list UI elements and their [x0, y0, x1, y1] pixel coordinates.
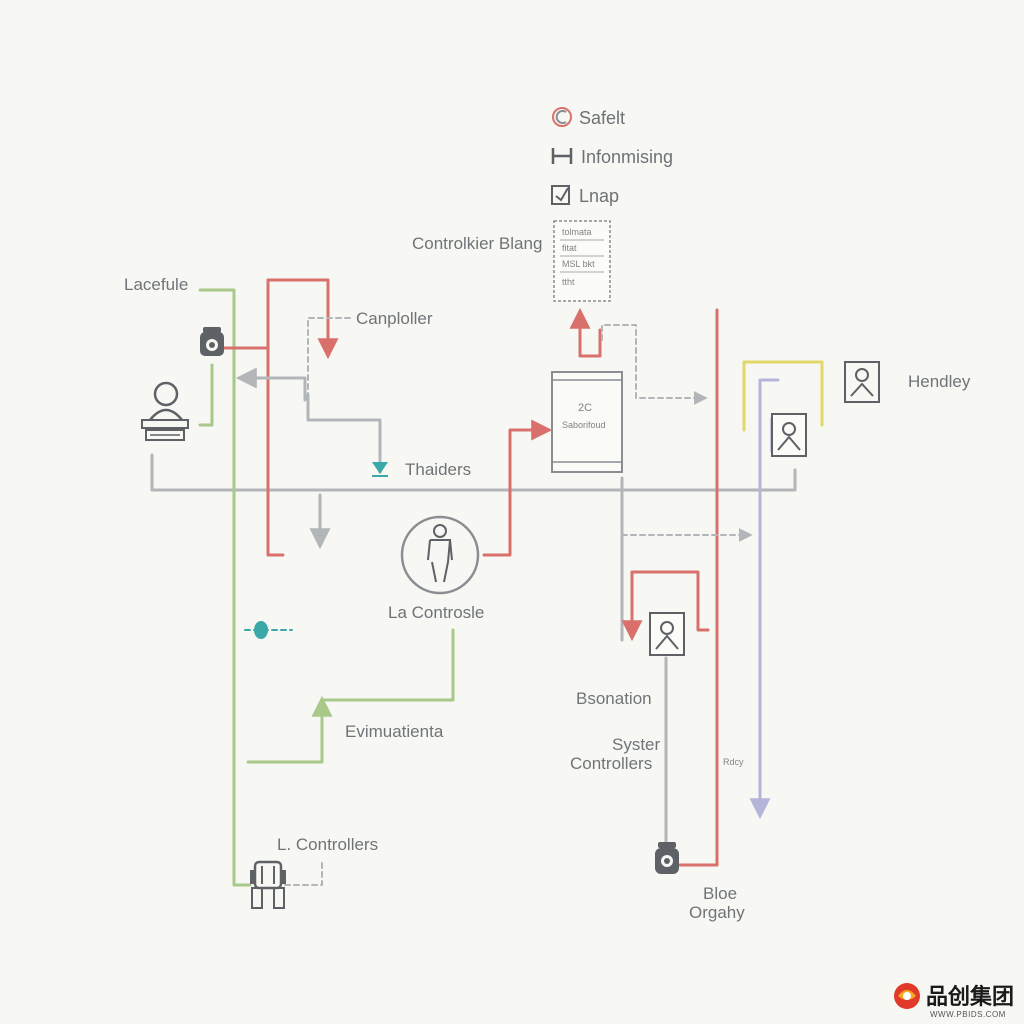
panel-row-4: ttht: [562, 277, 575, 287]
red-vertical-right: [678, 308, 719, 867]
panel-row-1: tolmata: [562, 227, 592, 237]
panel-row-3: MSL bkt: [562, 259, 595, 269]
red-person-server: [482, 419, 553, 557]
label-controller-blang: Controlkier Blang: [412, 234, 542, 253]
small-tag: Rdcy: [723, 757, 744, 767]
legend-label-informing: Infonmising: [581, 147, 673, 167]
panel-row-2: fitat: [562, 243, 577, 253]
user-card-icon-bottom[interactable]: [649, 612, 685, 656]
bracket-icon: [551, 148, 573, 164]
dashed-bottom-left: [284, 861, 323, 886]
thaiders-down-arrow-icon: [372, 462, 388, 477]
purple-vertical: [749, 378, 780, 820]
label-syster: Syster: [612, 735, 661, 754]
workstation-icon[interactable]: [141, 381, 189, 441]
legend-item-informing: Infonmising: [551, 147, 673, 167]
server-line-1: 2C: [578, 402, 592, 414]
watermark: 品创集团 WWW.PBIDS.COM: [894, 983, 1014, 1019]
label-l-controllers: L. Controllers: [277, 835, 378, 854]
user-card-icon-hendley[interactable]: [844, 361, 880, 403]
map-icon: [551, 185, 570, 205]
controller-panel: tolmata fitat MSL bkt ttht: [553, 220, 611, 302]
green-controsle-path: [246, 628, 455, 764]
safety-icon: [552, 107, 572, 127]
server-line-2: Saborifoud: [562, 420, 606, 430]
label-syster-controllers: Controllers: [570, 754, 652, 773]
legend: Safelt Infonmising Lnap: [551, 107, 673, 206]
legend-label-map: Lnap: [579, 186, 619, 206]
gray-path-thaiders: [306, 393, 382, 474]
watermark-brand: 品创集团: [926, 984, 1014, 1010]
bottom-camera-icon[interactable]: [655, 842, 679, 874]
watermark-url: WWW.PBIDS.COM: [930, 1010, 1006, 1019]
dashed-canploller: [307, 317, 351, 396]
left-green-line: [198, 288, 252, 887]
gray-arrow-left: [235, 367, 307, 402]
label-la-controsle: La Controsle: [388, 603, 484, 622]
label-bloe-orgahy: Orgahy: [689, 903, 745, 922]
green-branch-workstation: [198, 363, 214, 427]
label-hendley: Hendley: [908, 372, 971, 391]
label-thaiders: Thaiders: [405, 460, 471, 479]
main-bus-line: [150, 453, 797, 492]
connectors: [150, 278, 824, 887]
brand-logo-icon: [894, 983, 920, 1009]
legend-item-safety: Safelt: [552, 107, 625, 128]
teal-dot-icon: [254, 621, 268, 639]
red-loop-left: [266, 278, 339, 557]
camera-icon[interactable]: [200, 327, 224, 356]
person-node-icon[interactable]: [400, 515, 480, 595]
label-bsonation: Bsonation: [576, 689, 652, 708]
dashed-panel-right: [601, 324, 708, 405]
red-box-user: [621, 570, 710, 642]
user-card-icon-bracket[interactable]: [770, 413, 807, 457]
label-evimuatienta: Evimuatienta: [345, 722, 444, 741]
label-canploller: Canploller: [356, 309, 433, 328]
yellow-bracket: [742, 360, 824, 432]
red-up-arrow: [569, 307, 602, 358]
legend-label-safety: Safelt: [579, 108, 625, 128]
label-lacefule: Lacefule: [124, 275, 188, 294]
robot-controller-icon[interactable]: [250, 860, 286, 909]
legend-item-map: Lnap: [551, 185, 619, 206]
label-bloe: Bloe: [703, 884, 737, 903]
server-box: 2C Saborifoud: [551, 371, 623, 473]
